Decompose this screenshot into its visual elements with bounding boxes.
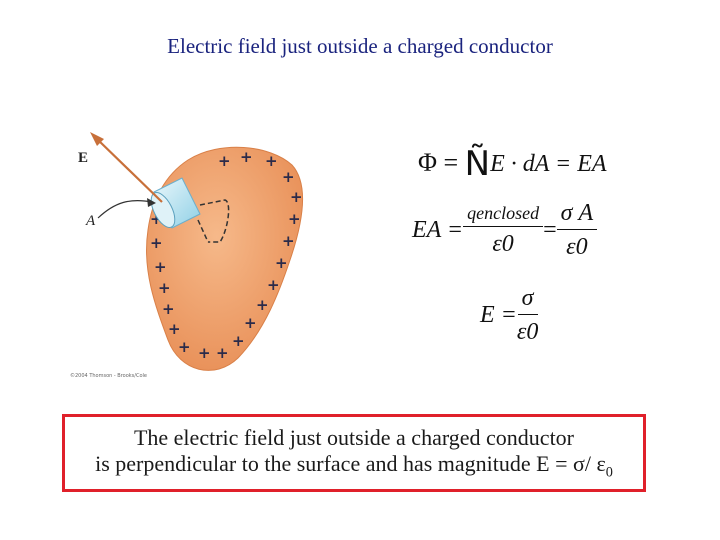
label-A: A <box>85 213 96 229</box>
gaussian-cylinder <box>150 177 201 229</box>
plus-sign: + <box>178 338 191 356</box>
callout-line-2: is perpendicular to the surface and has … <box>95 450 613 481</box>
plus-sign: + <box>244 314 257 332</box>
plus-sign: + <box>158 279 171 297</box>
field-arrowhead <box>90 132 104 146</box>
label-E: E <box>78 150 88 166</box>
plus-sign: + <box>168 320 181 338</box>
plus-sign: + <box>154 258 167 276</box>
field-arrow <box>95 137 163 203</box>
plus-sign: + <box>218 152 231 170</box>
conductor-figure: + + + + + + + + + + + + + + + + + + + + … <box>70 132 303 379</box>
summary-callout: The electric field just outside a charge… <box>62 414 646 492</box>
plus-sign: + <box>216 344 229 362</box>
area-pointer-arrow <box>97 199 153 219</box>
plus-sign: + <box>282 232 295 250</box>
copyright-text: ©2004 Thomson - Brooks/Cole <box>70 372 147 379</box>
integral-glyph: Ñ <box>464 144 491 184</box>
plus-sign: + <box>256 296 269 314</box>
plus-sign: + <box>290 188 303 206</box>
plus-sign: + <box>288 210 301 228</box>
plus-sign: + <box>275 254 288 272</box>
plus-sign: + <box>265 152 278 170</box>
plus-sign: + <box>232 332 245 350</box>
slide-title: Electric field just outside a charged co… <box>167 34 553 58</box>
callout-line-1: The electric field just outside a charge… <box>133 424 575 450</box>
plus-sign: + <box>240 148 253 166</box>
plus-sign: + <box>162 300 175 318</box>
plus-sign: + <box>282 168 295 186</box>
equation-flux: Φ = ÑE · dA = EA <box>418 144 607 184</box>
plus-sign: + <box>198 344 211 362</box>
plus-sign: + <box>267 276 280 294</box>
plus-sign: + <box>150 234 163 252</box>
gaussian-surface-inside <box>197 199 230 243</box>
